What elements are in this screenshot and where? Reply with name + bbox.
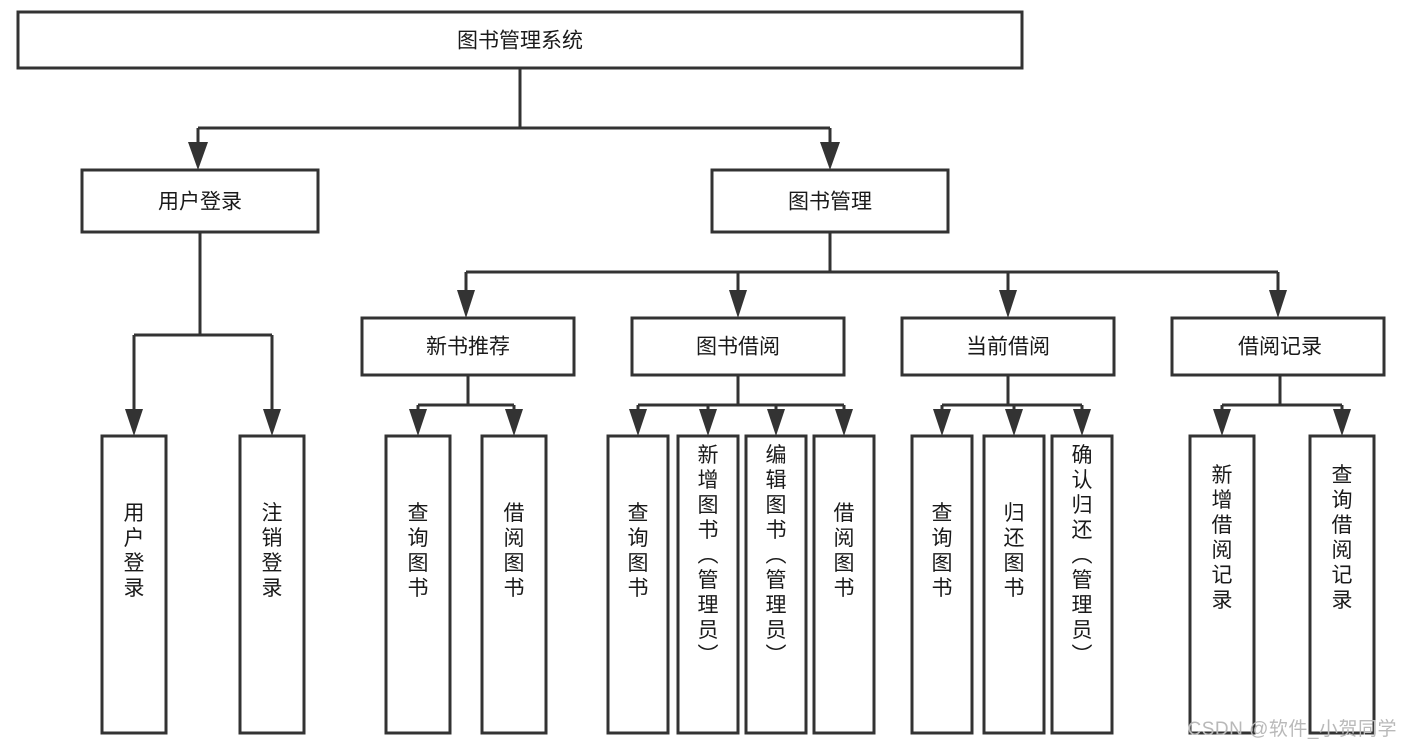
- arrow-book-management: [820, 142, 840, 170]
- node-new-book-recommend[interactable]: 新书推荐: [360, 316, 576, 377]
- node-leaf-logout[interactable]: 注销登录: [238, 434, 306, 735]
- node-leaf-add-book-label: 新增图书︵管理员︶: [698, 444, 719, 667]
- node-leaf-query-book-1-label: 查询图书: [408, 502, 429, 600]
- node-leaf-query-book-2[interactable]: 查询图书: [606, 434, 670, 735]
- node-book-management-label: 图书管理: [788, 191, 872, 214]
- node-leaf-confirm-return[interactable]: 确认归还︵管理员︶: [1050, 434, 1114, 735]
- node-book-borrow[interactable]: 图书借阅: [630, 316, 846, 377]
- node-leaf-borrow-book-1-label: 借阅图书: [504, 502, 525, 600]
- arrow-leaf-query-record: [1333, 409, 1351, 436]
- node-leaf-add-record-label: 新增借阅记录: [1212, 464, 1233, 612]
- node-leaf-query-book-3[interactable]: 查询图书: [910, 434, 974, 735]
- node-current-borrow-label: 当前借阅: [966, 336, 1050, 359]
- node-user-login[interactable]: 用户登录: [80, 168, 320, 234]
- node-leaf-confirm-return-label: 确认归还︵管理员︶: [1072, 444, 1093, 667]
- arrow-leaf-query-book-1: [409, 409, 427, 436]
- node-leaf-query-book-2-label: 查询图书: [628, 502, 649, 600]
- arrow-leaf-edit-book: [767, 409, 785, 436]
- arrow-leaf-borrow-book-2: [835, 409, 853, 436]
- arrow-current-borrow: [999, 290, 1017, 318]
- arrow-new-book-recommend: [457, 290, 475, 318]
- arrow-leaf-confirm-return: [1073, 409, 1091, 436]
- node-current-borrow[interactable]: 当前借阅: [900, 316, 1116, 377]
- arrow-user-login: [188, 142, 208, 170]
- node-leaf-query-book-1[interactable]: 查询图书: [384, 434, 452, 735]
- node-user-login-label: 用户登录: [158, 191, 242, 214]
- node-book-borrow-label: 图书借阅: [696, 336, 780, 359]
- node-leaf-query-record[interactable]: 查询借阅记录: [1308, 434, 1376, 735]
- arrow-leaf-logout: [263, 409, 281, 436]
- node-book-management[interactable]: 图书管理: [710, 168, 950, 234]
- node-leaf-logout-label: 注销登录: [262, 502, 283, 600]
- node-leaf-query-record-label: 查询借阅记录: [1332, 464, 1353, 612]
- node-borrow-record[interactable]: 借阅记录: [1170, 316, 1386, 377]
- arrow-leaf-query-book-2: [629, 409, 647, 436]
- node-borrow-record-label: 借阅记录: [1238, 336, 1322, 359]
- arrow-leaf-return-book: [1005, 409, 1023, 436]
- node-leaf-return-book-label: 归还图书: [1004, 502, 1025, 600]
- arrow-leaf-add-book: [699, 409, 717, 436]
- arrow-leaf-user-login: [125, 409, 143, 436]
- arrow-leaf-borrow-book-1: [505, 409, 523, 436]
- arrow-leaf-query-book-3: [933, 409, 951, 436]
- node-leaf-return-book[interactable]: 归还图书: [982, 434, 1046, 735]
- node-leaf-user-login[interactable]: 用户登录: [100, 434, 168, 735]
- node-leaf-borrow-book-1[interactable]: 借阅图书: [480, 434, 548, 735]
- arrow-leaf-add-record: [1213, 409, 1231, 436]
- csdn-watermark: CSDN @软件_小贺同学: [1187, 719, 1397, 740]
- node-leaf-add-record[interactable]: 新增借阅记录: [1188, 434, 1256, 735]
- node-leaf-borrow-book-2-label: 借阅图书: [834, 502, 855, 600]
- node-new-book-recommend-label: 新书推荐: [426, 336, 510, 359]
- node-root[interactable]: 图书管理系统: [16, 10, 1024, 70]
- node-leaf-edit-book-label: 编辑图书︵管理员︶: [766, 444, 787, 667]
- node-leaf-borrow-book-2[interactable]: 借阅图书: [812, 434, 876, 735]
- connector-layer: [125, 68, 1351, 436]
- node-leaf-user-login-label: 用户登录: [124, 502, 145, 600]
- arrow-borrow-record: [1269, 290, 1287, 318]
- node-leaf-query-book-3-label: 查询图书: [932, 502, 953, 600]
- node-leaf-edit-book[interactable]: 编辑图书︵管理员︶: [744, 434, 808, 735]
- node-leaf-add-book[interactable]: 新增图书︵管理员︶: [676, 434, 740, 735]
- arrow-book-borrow: [729, 290, 747, 318]
- node-root-label: 图书管理系统: [457, 30, 583, 53]
